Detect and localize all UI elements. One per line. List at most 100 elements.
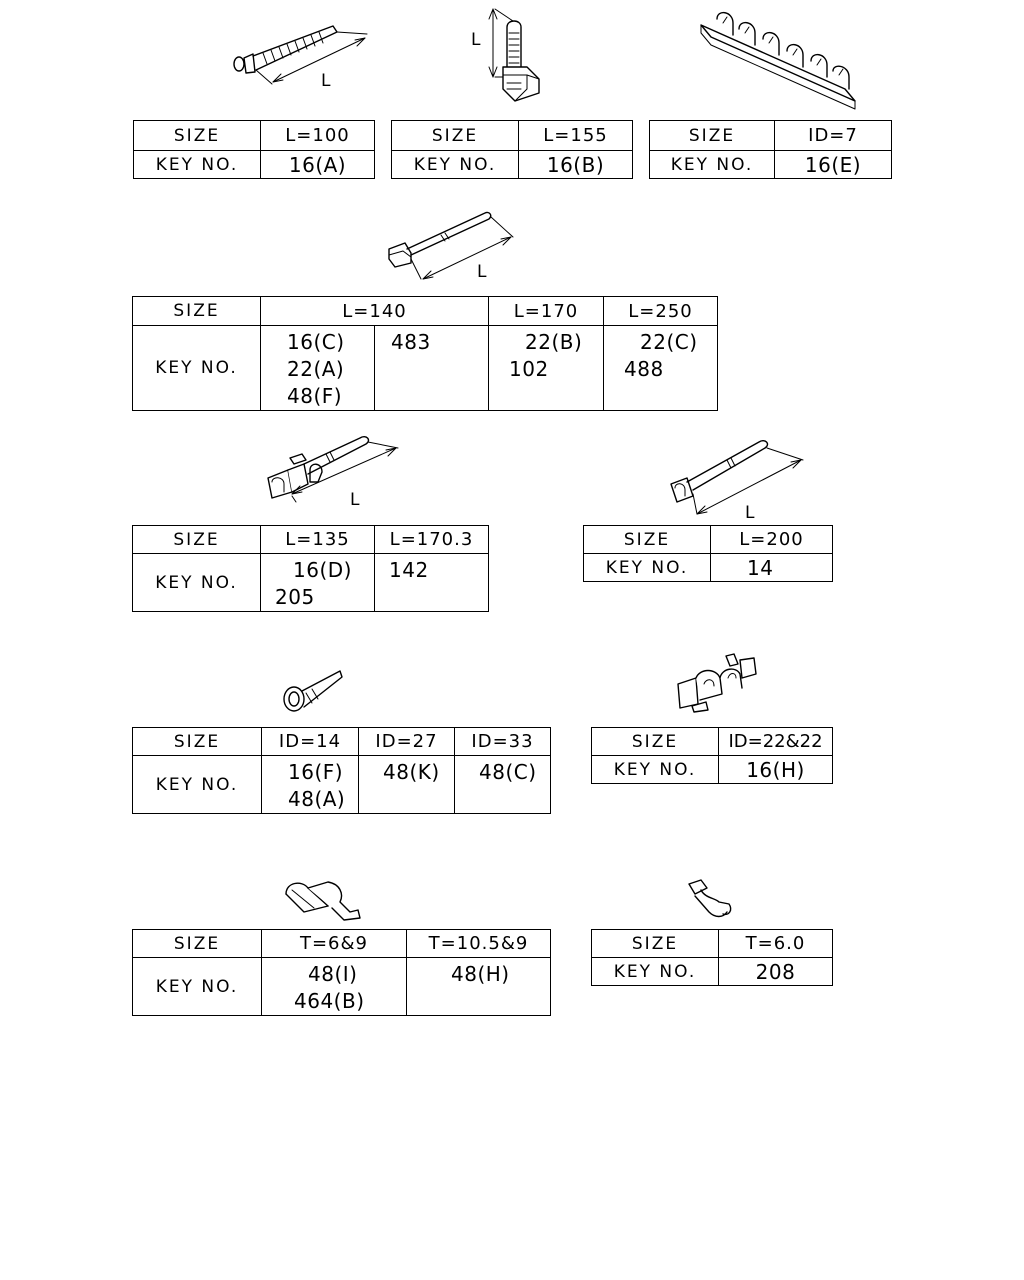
key-no-value: 16(F) bbox=[288, 760, 344, 784]
key-no-value: 102 bbox=[509, 357, 549, 381]
key-no-cell: 16(C) 22(A) 48(F) bbox=[260, 325, 375, 411]
spec-table-1: SIZE L=100 KEY NO. 16(A) bbox=[133, 120, 375, 179]
size-cell: ID=7 bbox=[774, 120, 892, 151]
size-cell: L=200 bbox=[710, 525, 833, 554]
multi-clip-strip-drawing bbox=[700, 12, 856, 110]
key-no-header-cell: KEY NO. bbox=[591, 755, 719, 784]
key-no-value: 22(C) bbox=[640, 330, 698, 354]
key-no-value: 22(A) bbox=[287, 357, 345, 381]
key-no-value: 16(C) bbox=[287, 330, 345, 354]
key-no-cell: 16(E) bbox=[774, 150, 892, 179]
dimension-L-label: L bbox=[477, 262, 487, 282]
key-no-cell: 16(H) bbox=[718, 755, 833, 784]
size-cell: L=170.3 bbox=[374, 525, 489, 554]
size-header-cell: SIZE bbox=[591, 727, 719, 756]
cable-tie-clip-figure: L bbox=[465, 5, 555, 105]
cable-tie-single-drawing: L bbox=[670, 439, 804, 523]
key-no-cell: 16(B) bbox=[518, 150, 633, 179]
key-no-cell: 22(C) 488 bbox=[603, 325, 718, 411]
key-no-cell: 142 bbox=[374, 553, 489, 612]
size-header-cell: SIZE bbox=[649, 120, 775, 151]
small-hook-clip-figure bbox=[685, 878, 740, 923]
key-no-header-cell: KEY NO. bbox=[132, 553, 261, 612]
spec-table-5: SIZE L=135 L=170.3 KEY NO. 16(D) 205 142 bbox=[132, 525, 489, 612]
key-no-cell: 48(I) 464(B) bbox=[261, 957, 407, 1016]
key-no-value: 48(A) bbox=[288, 787, 346, 811]
key-no-cell: 16(D) 205 bbox=[260, 553, 375, 612]
key-no-header-cell: KEY NO. bbox=[649, 150, 775, 179]
cable-tie-long-drawing: L bbox=[388, 211, 514, 282]
key-no-cell: 48(C) bbox=[454, 755, 551, 814]
key-no-cell: 16(A) bbox=[260, 150, 375, 179]
key-no-value: 464(B) bbox=[294, 989, 365, 1013]
key-no-value: 488 bbox=[624, 357, 664, 381]
key-no-cell: 22(B) 102 bbox=[488, 325, 604, 411]
hook-clip-drawing bbox=[285, 881, 361, 921]
size-cell: ID=33 bbox=[454, 727, 551, 756]
dimension-L-label: L bbox=[745, 503, 755, 523]
size-cell: L=135 bbox=[260, 525, 375, 554]
key-no-cell: 14 bbox=[710, 553, 833, 582]
size-cell: T=10.5&9 bbox=[406, 929, 551, 958]
dimension-L-label: L bbox=[350, 490, 360, 510]
size-cell: L=155 bbox=[518, 120, 633, 151]
dimension-L-label: L bbox=[321, 71, 331, 91]
double-clamp-figure bbox=[670, 650, 765, 715]
multi-clip-strip-figure bbox=[695, 5, 865, 110]
size-header-cell: SIZE bbox=[132, 727, 262, 756]
ring-clamp-drawing bbox=[283, 670, 343, 712]
size-header-cell: SIZE bbox=[132, 929, 262, 958]
size-cell: L=100 bbox=[260, 120, 375, 151]
size-header-cell: SIZE bbox=[591, 929, 719, 958]
spec-table-10: SIZE T=6.0 KEY NO. 208 bbox=[591, 929, 833, 986]
key-no-value: 22(B) bbox=[525, 330, 583, 354]
spec-table-9: SIZE T=6&9 T=10.5&9 KEY NO. 48(I) 464(B)… bbox=[132, 929, 551, 1016]
hook-clip-figure bbox=[282, 878, 367, 923]
size-cell: T=6&9 bbox=[261, 929, 407, 958]
size-cell: T=6.0 bbox=[718, 929, 833, 958]
cable-tie-double-clamp-drawing: L bbox=[267, 435, 399, 510]
spec-table-8: SIZE ID=22&22 KEY NO. 16(H) bbox=[591, 727, 833, 784]
cable-tie-push-mount-figure: L bbox=[225, 20, 375, 100]
spec-table-2: SIZE L=155 KEY NO. 16(B) bbox=[391, 120, 633, 179]
double-clamp-drawing bbox=[677, 653, 757, 713]
key-no-header-cell: KEY NO. bbox=[132, 755, 262, 814]
key-no-header-cell: KEY NO. bbox=[583, 553, 711, 582]
key-no-header-cell: KEY NO. bbox=[133, 150, 261, 179]
key-no-cell: 16(F) 48(A) bbox=[261, 755, 359, 814]
size-cell: L=250 bbox=[603, 296, 718, 326]
key-no-value: 48(F) bbox=[287, 384, 343, 408]
spec-table-7: SIZE ID=14 ID=27 ID=33 KEY NO. 16(F) 48(… bbox=[132, 727, 551, 814]
cable-tie-long-figure: L bbox=[385, 205, 525, 285]
key-no-header-cell: KEY NO. bbox=[132, 325, 261, 411]
size-cell: L=170 bbox=[488, 296, 604, 326]
small-hook-clip-drawing bbox=[688, 879, 732, 918]
spec-table-3: SIZE ID=7 KEY NO. 16(E) bbox=[649, 120, 892, 179]
key-no-header-cell: KEY NO. bbox=[591, 957, 719, 986]
ring-clamp-figure bbox=[278, 665, 348, 715]
size-header-cell: SIZE bbox=[132, 296, 261, 326]
size-cell: ID=22&22 bbox=[718, 727, 833, 756]
cable-tie-double-clamp-figure: L bbox=[262, 430, 412, 515]
dimension-L-label: L bbox=[471, 30, 481, 50]
key-no-value: 142 bbox=[389, 558, 429, 582]
key-no-value: 483 bbox=[391, 330, 431, 354]
key-no-value: 205 bbox=[275, 585, 315, 609]
size-cell: ID=27 bbox=[358, 727, 455, 756]
key-no-value: 48(I) bbox=[308, 962, 358, 986]
cable-tie-clip-drawing: L bbox=[471, 8, 540, 102]
key-no-header-cell: KEY NO. bbox=[391, 150, 519, 179]
key-no-value: 16(D) bbox=[293, 558, 352, 582]
key-no-header-cell: KEY NO. bbox=[132, 957, 262, 1016]
size-header-cell: SIZE bbox=[133, 120, 261, 151]
key-no-value: 48(H) bbox=[451, 962, 510, 986]
spec-table-6: SIZE L=200 KEY NO. 14 bbox=[583, 525, 833, 582]
spec-table-4: SIZE L=140 L=170 L=250 KEY NO. 16(C) 22(… bbox=[132, 296, 718, 411]
size-header-cell: SIZE bbox=[391, 120, 519, 151]
key-no-cell: 48(H) bbox=[406, 957, 551, 1016]
size-cell: L=140 bbox=[260, 296, 489, 326]
size-header-cell: SIZE bbox=[583, 525, 711, 554]
key-no-cell: 48(K) bbox=[358, 755, 455, 814]
cable-tie-single-figure: L bbox=[665, 432, 815, 523]
size-cell: ID=14 bbox=[261, 727, 359, 756]
